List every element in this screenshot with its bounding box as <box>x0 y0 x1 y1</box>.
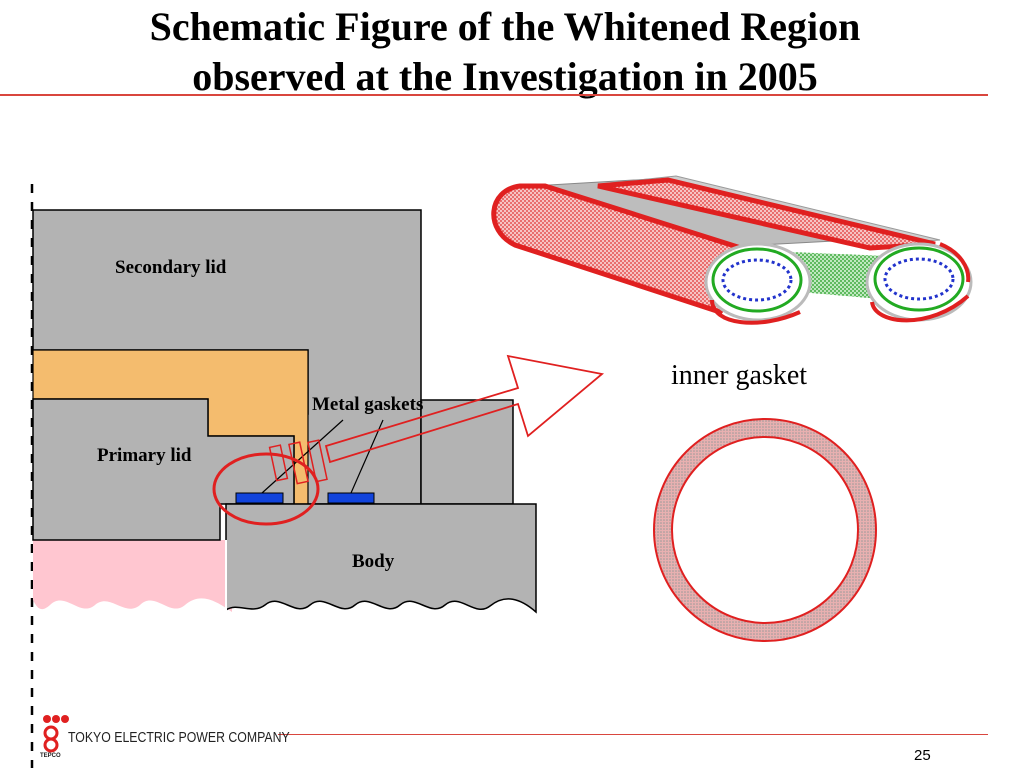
cask-body <box>225 503 537 614</box>
ring-body <box>654 419 876 641</box>
slide-title: Schematic Figure of the Whitened Region … <box>0 2 1010 102</box>
primary-lid-label: Primary lid <box>97 445 192 466</box>
section-mark-1 <box>268 444 289 482</box>
tepco-logo-icon <box>43 715 69 753</box>
inner-gasket-label: inner gasket <box>671 360 808 391</box>
right-green-ring <box>873 246 965 312</box>
footer-divider <box>278 734 988 735</box>
title-divider <box>0 94 988 96</box>
right-blue-ring <box>883 257 955 301</box>
lid-flange <box>420 399 514 505</box>
section-mark-3 <box>307 439 328 483</box>
ring-outer-edge <box>653 418 877 642</box>
pink-region <box>33 540 232 612</box>
right-cap-top-arc <box>939 242 971 283</box>
right-cap-red-arc <box>870 294 970 323</box>
body-label: Body <box>352 551 395 572</box>
left-green-ring <box>711 247 803 313</box>
secondary-lid-label: Secondary lid <box>115 257 227 278</box>
page-number: 25 <box>914 747 931 764</box>
company-name: TOKYO ELECTRIC POWER COMPANY <box>68 729 290 746</box>
inner-gasket-ring <box>653 418 877 642</box>
outer-metal-gasket <box>327 492 375 504</box>
inner-metal-gasket <box>235 492 284 504</box>
gasket-3d-detail <box>491 175 973 325</box>
company-short-name: TEPCO <box>40 753 61 759</box>
right-tube-top <box>597 177 936 251</box>
left-blue-ring <box>721 258 793 302</box>
metal-gaskets-label: Metal gaskets <box>312 394 424 415</box>
section-mark-2 <box>288 441 309 485</box>
zoom-arrow <box>324 354 605 464</box>
ring-inner-edge <box>671 436 859 624</box>
cross-section <box>32 209 537 614</box>
left-end-cap <box>704 242 812 322</box>
left-cap-red-arc <box>710 299 801 325</box>
title-line-2: observed at the Investigation in 2005 <box>192 54 818 99</box>
leader-line-outer <box>350 419 384 494</box>
highlight-circle <box>212 452 320 526</box>
title-line-1: Schematic Figure of the Whitened Region <box>149 4 861 49</box>
